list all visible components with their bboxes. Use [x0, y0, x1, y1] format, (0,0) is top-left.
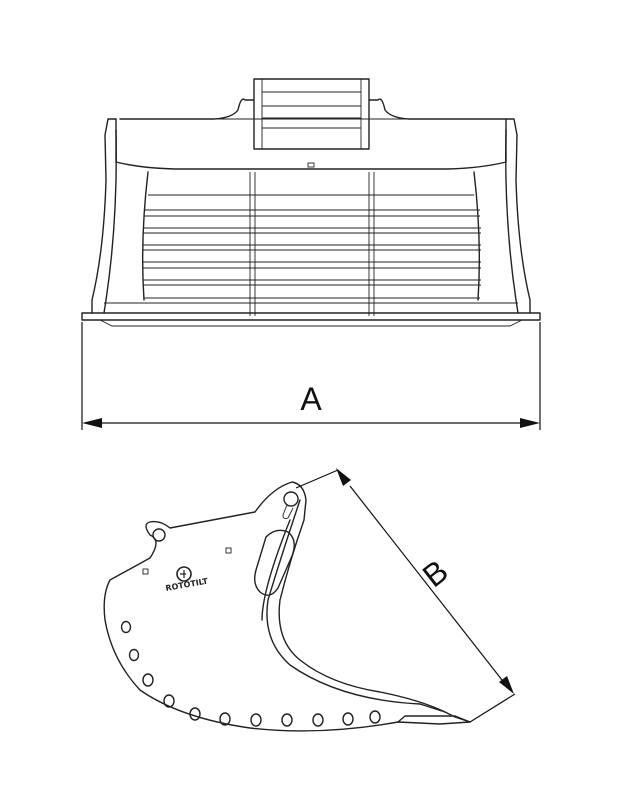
bucket-front-view [81, 78, 541, 327]
vertical-guides [249, 172, 375, 316]
rototilt-logo: ROTOTILT [165, 566, 209, 593]
cutting-edge [81, 312, 541, 321]
logo-text: ROTOTILT [165, 577, 209, 593]
bucket-side-view: ROTOTILT [103, 481, 471, 732]
left-side-plate [91, 118, 117, 314]
top-rim [115, 118, 507, 170]
dimension-a: A [81, 322, 541, 430]
right-side-plate [505, 118, 531, 314]
side-holes [120, 620, 381, 727]
rib-lines [143, 194, 481, 299]
side-shell [103, 481, 471, 732]
dimension-a-label: A [300, 381, 322, 417]
dimension-b-label: B [416, 553, 455, 595]
mounting-bracket [119, 78, 506, 150]
dimension-b: B [295, 468, 516, 723]
mounting-slot [253, 529, 295, 596]
